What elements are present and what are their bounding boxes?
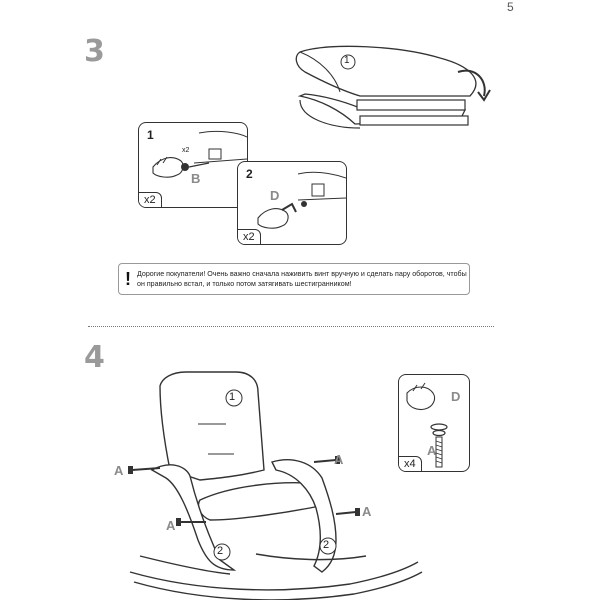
detail-quantity: x4 — [399, 456, 422, 471]
frame-callout-right: 2 — [323, 539, 330, 551]
bolt-label-a: A — [166, 518, 176, 533]
step-4-number: 4 — [84, 340, 105, 375]
bolt-label-a: A — [114, 463, 124, 478]
substep-2-label: 2 — [246, 167, 253, 181]
hand-tightening-screw-icon — [152, 130, 247, 178]
substep-1-quantity: x2 — [139, 192, 162, 207]
detail-part-d-label: D — [451, 389, 461, 404]
bolt-label-a: A — [362, 504, 372, 519]
detail-part-a-label: A — [427, 443, 437, 458]
notice-text: Дорогие покупатели! Очень важно сначала … — [137, 270, 467, 288]
bolt-label-a: A — [334, 452, 344, 467]
hand-washer-bolt-icon — [406, 382, 448, 468]
warning-icon: ! — [125, 269, 131, 289]
step-3-main-callout: 1 — [344, 55, 350, 66]
hand-hex-key-icon — [257, 171, 346, 229]
substep-1-small-mark: x2 — [182, 147, 190, 154]
substep-2-panel: 2 D x2 — [237, 161, 347, 245]
substep-2-quantity: x2 — [238, 229, 261, 244]
section-divider — [88, 326, 494, 327]
page-number: 5 — [507, 0, 514, 14]
part-d-label: D — [270, 188, 280, 203]
substep-1-label: 1 — [147, 128, 154, 142]
frame-callout-left: 2 — [217, 545, 224, 557]
part-b-label: B — [191, 171, 201, 186]
seat-callout: 1 — [229, 391, 236, 403]
customer-notice: ! Дорогие покупатели! Очень важно сначал… — [118, 263, 470, 295]
step-4-detail-panel: D A x4 — [398, 374, 470, 472]
substep-1-panel: 1 x2 B x2 — [138, 122, 248, 208]
step-3-number: 3 — [84, 34, 105, 69]
